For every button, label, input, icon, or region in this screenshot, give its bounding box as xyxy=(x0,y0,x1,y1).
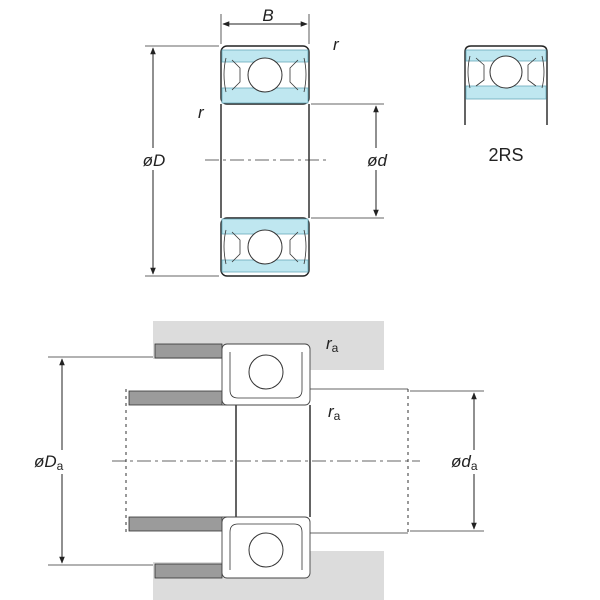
shaft-shoulder-top xyxy=(128,390,223,406)
housing-shoulder-top xyxy=(154,343,223,359)
chamfer-label-top: r xyxy=(333,35,340,54)
fillet-radius-label-top: ra xyxy=(326,334,339,355)
mounted-ball-top xyxy=(248,354,284,390)
chamfer-label-left: r xyxy=(198,103,205,122)
ball-detail xyxy=(489,55,523,89)
housing-shoulder-diameter-label: øDa xyxy=(34,452,64,473)
shaft-shoulder-bottom xyxy=(128,516,223,532)
mounted-ring-top xyxy=(221,343,311,406)
outer-diameter-label: øD xyxy=(143,151,166,170)
top-ring-section xyxy=(220,45,310,105)
mounting-view: ra ra øDa øda xyxy=(30,321,506,600)
ball-top xyxy=(247,57,283,93)
fillet-radius-label-mid: ra xyxy=(328,402,341,423)
housing-shoulder-bottom xyxy=(154,563,223,579)
bottom-ring-section xyxy=(220,217,310,277)
seal-type-detail: 2RS xyxy=(464,45,548,165)
mounted-ring-bottom xyxy=(221,516,311,579)
seal-type-label: 2RS xyxy=(488,145,523,165)
bearing-section-view: B r r øD ød xyxy=(130,6,400,277)
bore-diameter-label: ød xyxy=(367,151,387,170)
ball-bottom xyxy=(247,229,283,265)
shaft-shoulder-diameter-label: øda xyxy=(451,452,478,473)
width-label: B xyxy=(262,6,273,25)
mounted-ball-bottom xyxy=(248,532,284,568)
